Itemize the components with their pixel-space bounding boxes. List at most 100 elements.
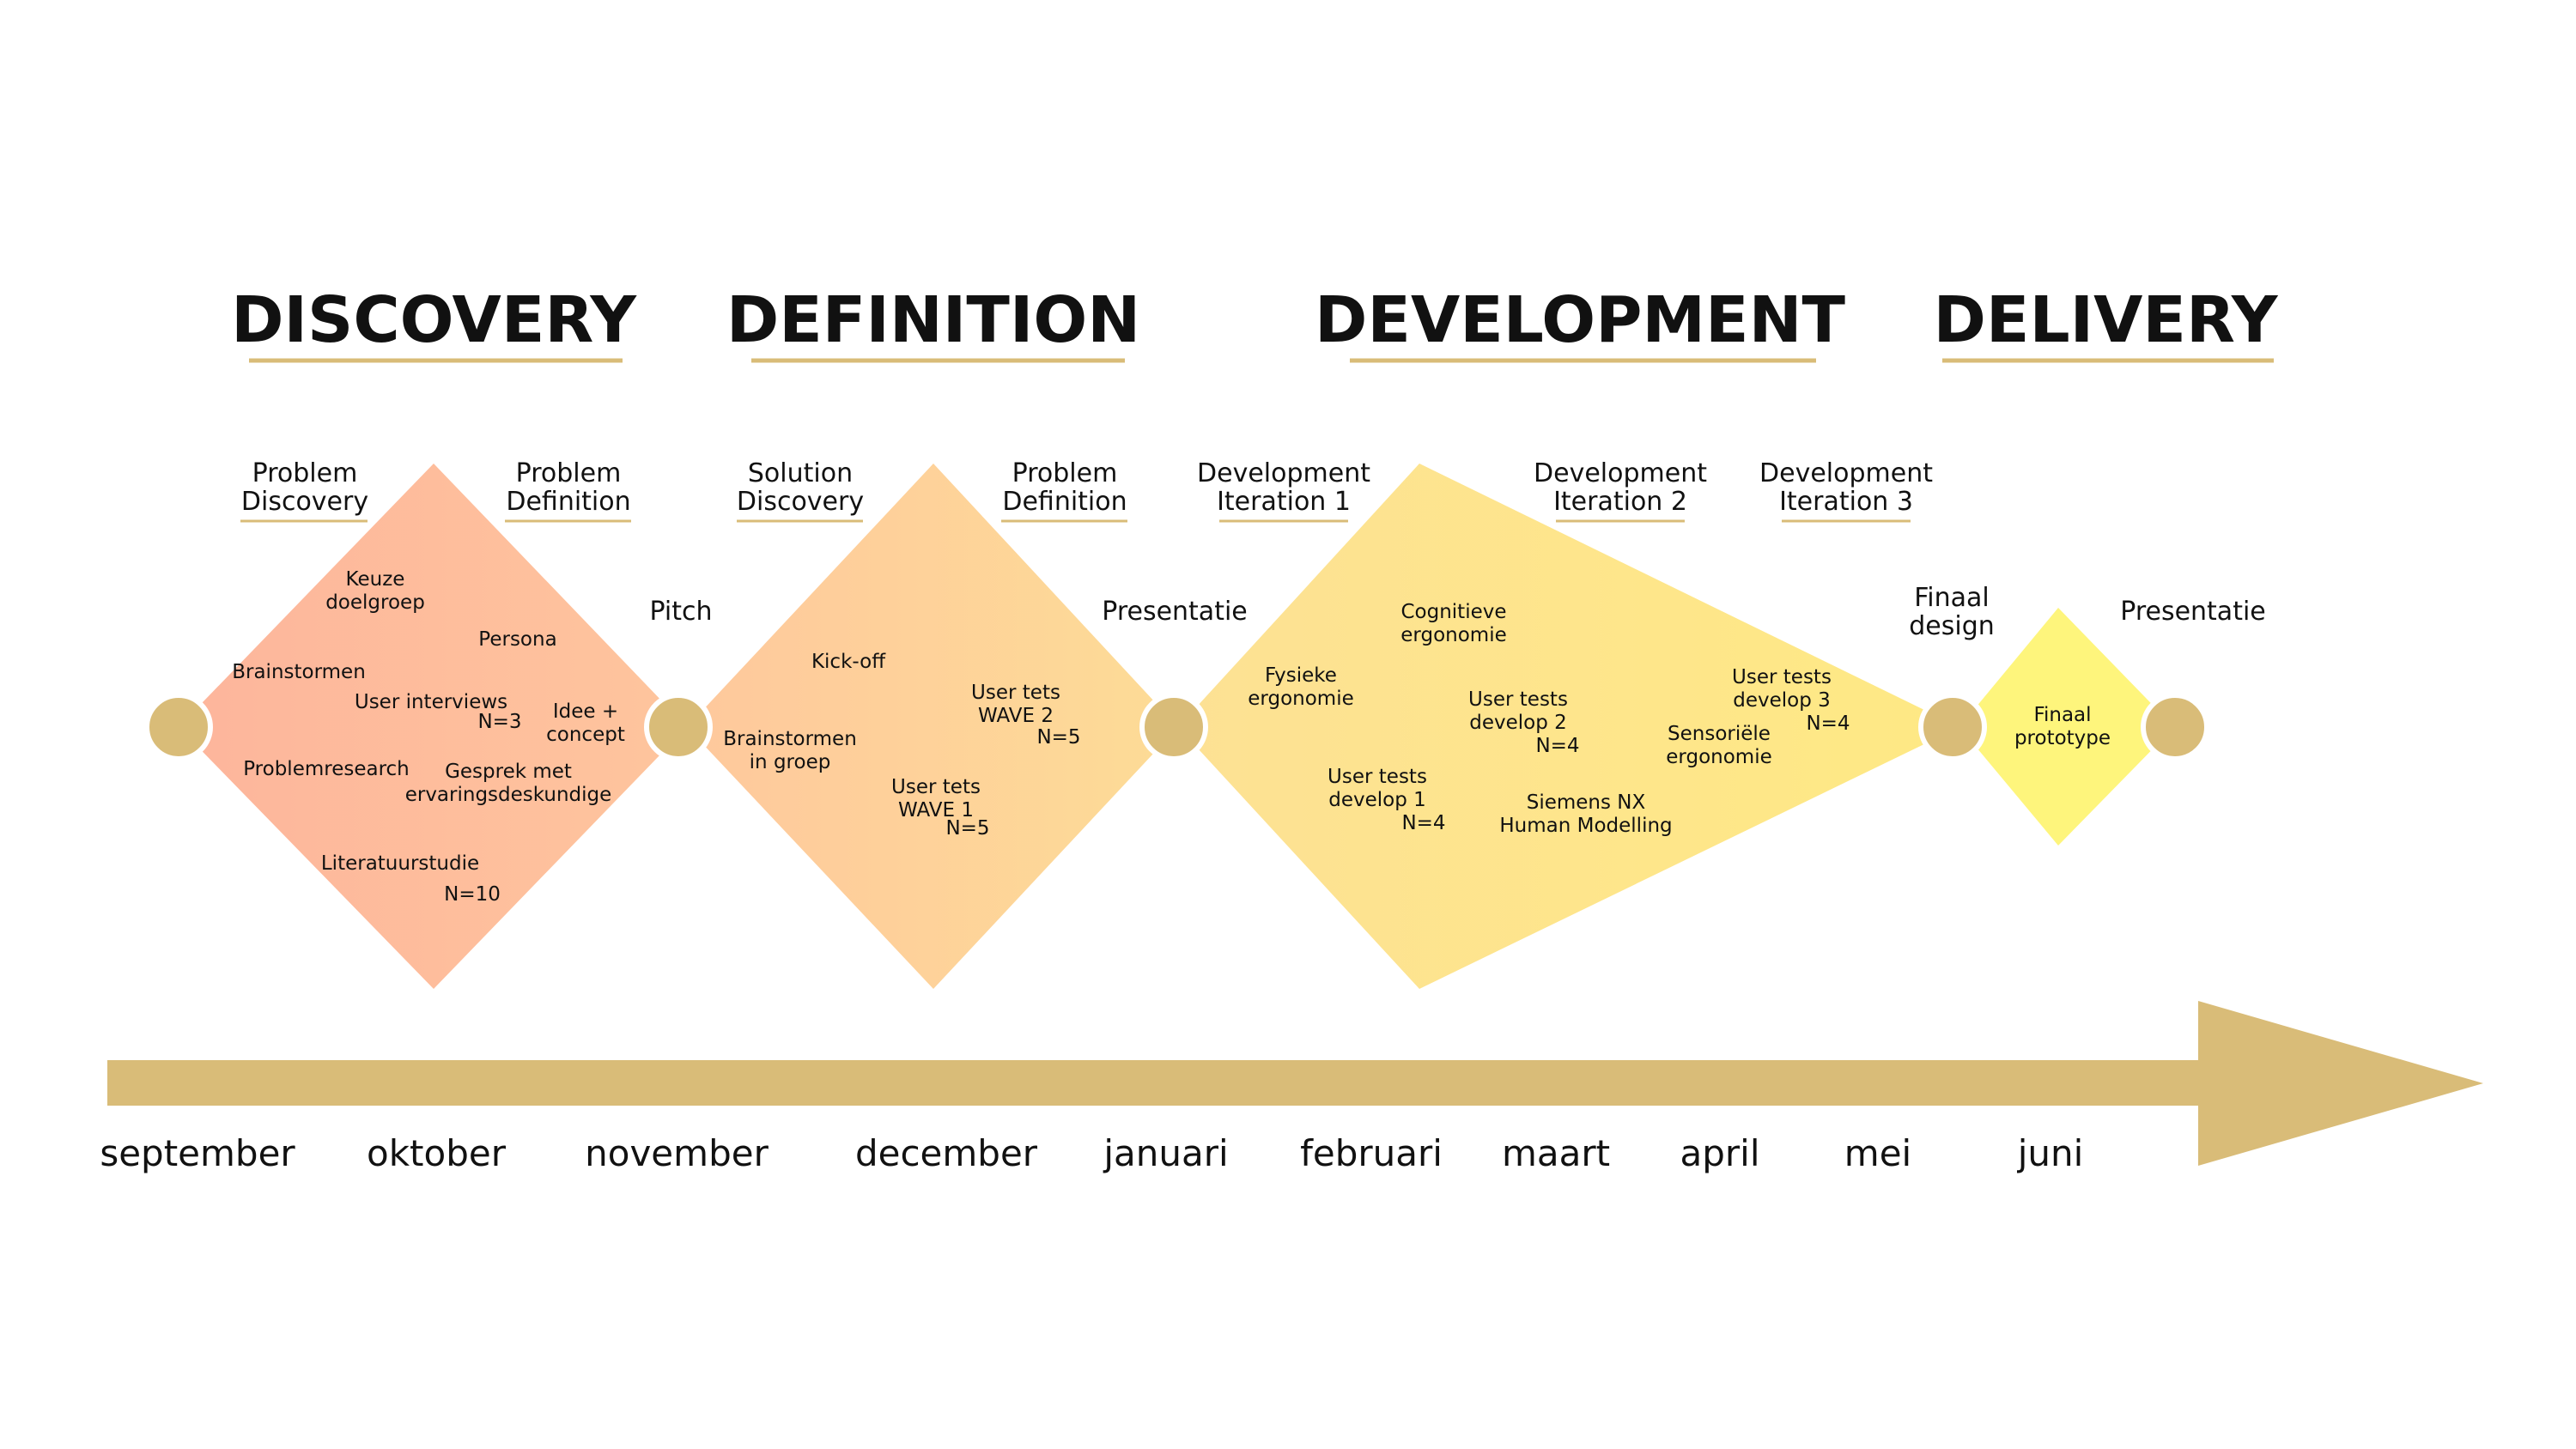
label-line: N=3 [477,711,521,733]
label-line: User tests [1327,766,1427,788]
label-line: doelgroep [325,591,425,614]
month-label: februari [1300,1132,1443,1174]
label-line: ervaringsdeskundige [405,784,612,806]
definition-diamond [687,464,1178,989]
label-line: Presentatie [2120,597,2266,627]
label-line: Problem [516,458,622,488]
label-line: develop 1 [1328,789,1426,811]
label-line: Literatuurstudie [321,852,479,875]
milestone-node-presentatie-final [2141,693,2209,761]
label-text: N=5 [945,817,989,840]
label-text: Idee +concept [546,700,625,746]
label-line: User interviews [355,691,507,713]
label-line: Development [1534,458,1707,488]
activity-label: Kick-off [811,651,886,673]
phase-title-definition: DEFINITION [726,283,1140,357]
label-line: Presentatie [1102,597,1248,627]
activity-label: N=4 [1401,812,1445,834]
label-line: Discovery [737,487,864,517]
label-line: Sensoriële [1668,723,1771,745]
month-label: juni [2017,1132,2084,1174]
label-line: develop 2 [1469,712,1567,734]
label-text: Persona [478,628,556,651]
label-text: Kick-off [811,651,886,673]
month-label: oktober [367,1132,507,1174]
label-text: N=4 [1401,812,1445,834]
label-text: N=10 [444,883,501,906]
label-line: N=4 [1806,712,1850,735]
label-line: Development [1197,458,1370,488]
milestone-label: Presentatie [2120,597,2266,627]
delivery-diamond [1959,608,2174,846]
label-line: Brainstormen [232,661,366,683]
timeline-arrow [107,1001,2483,1166]
month-label: december [855,1132,1038,1174]
milestone-node-finaal-design [1918,693,1987,761]
month-label: maart [1502,1132,1610,1174]
label-text: Presentatie [1102,597,1248,627]
label-line: Problem [252,458,358,488]
activity-label: Literatuurstudie [321,852,479,875]
phase-title-development: DEVELOPMENT [1315,283,1846,357]
label-line: User tests [1468,688,1568,711]
label-line: in groep [750,751,831,773]
activity-label: Persona [478,628,556,651]
label-line: User tets [891,776,981,798]
phase-headers: DISCOVERY DEFINITION DEVELOPMENT DELIVER… [231,283,2279,363]
label-line: N=4 [1401,812,1445,834]
month-label: januari [1103,1132,1228,1174]
label-line: Iteration 1 [1217,487,1351,517]
label-line: Finaal [2033,704,2091,726]
label-line: Idee + [553,700,618,723]
label-line: Definition [1002,487,1127,517]
timeline-months: september oktober november december janu… [100,1132,2083,1174]
phase-title-delivery: DELIVERY [1933,283,2278,357]
label-text: Brainstormen [232,661,366,683]
activity-label: N=3 [477,711,521,733]
label-line: Persona [478,628,556,651]
label-text: N=4 [1806,712,1850,735]
label-line: concept [546,724,625,746]
label-line: User tests [1732,666,1832,688]
label-line: prototype [2014,727,2111,749]
month-label: september [100,1132,295,1174]
label-line: Brainstormen [723,728,857,750]
label-line: design [1909,611,1995,641]
milestone-label: Presentatie [1102,597,1248,627]
label-line: N=4 [1535,735,1579,757]
label-line: Finaal [1914,583,1990,613]
label-line: develop 3 [1733,689,1831,712]
development-shape [1178,464,1959,989]
label-line: Development [1759,458,1933,488]
month-label: april [1680,1132,1759,1174]
label-line: Pitch [649,597,712,627]
milestone-label: Pitch [649,597,712,627]
